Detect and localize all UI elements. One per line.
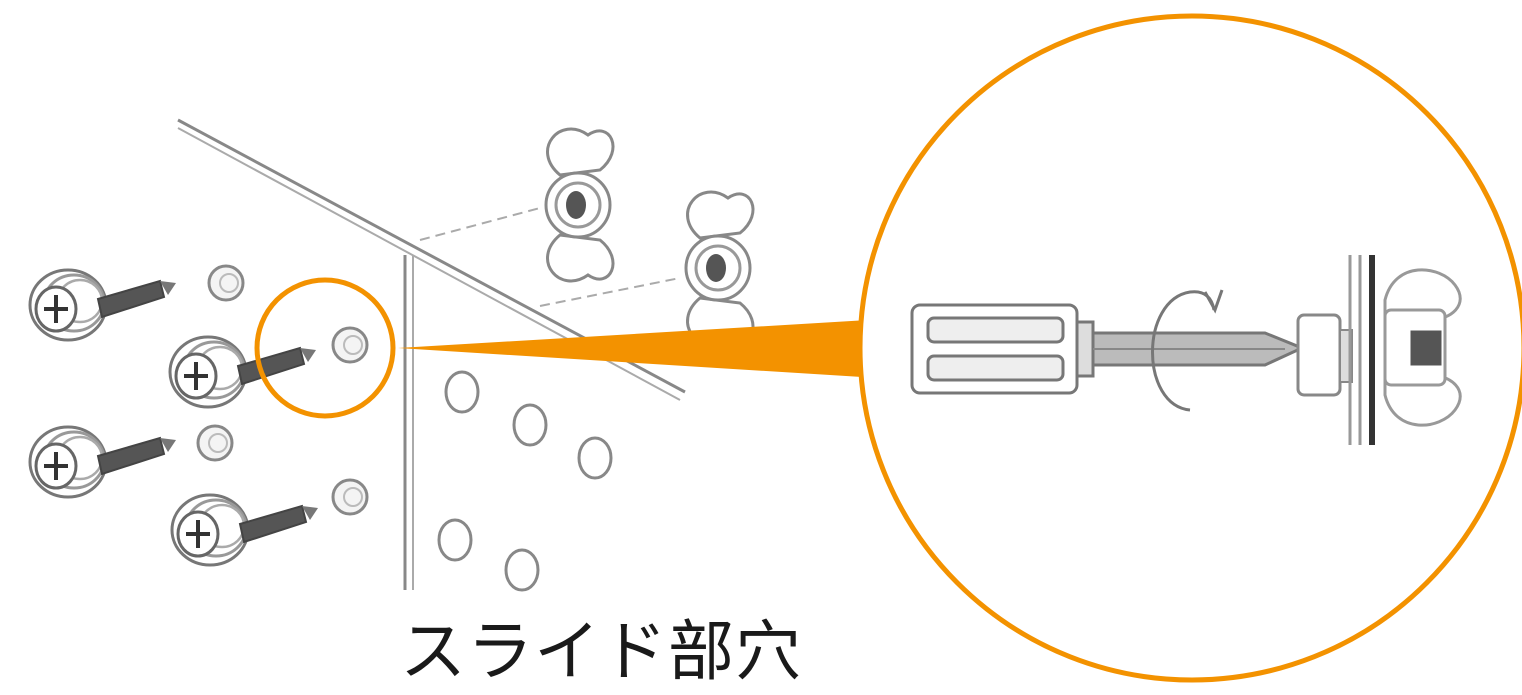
slide-holes <box>437 370 613 592</box>
screw-icon <box>170 493 320 567</box>
caption-slide-hole: スライド部穴 <box>400 613 802 690</box>
slide-rail <box>403 255 414 590</box>
rotation-arrow-icon <box>1151 289 1224 412</box>
wing-nut-icon <box>684 190 755 346</box>
screw-icon <box>168 335 318 409</box>
screwdriver-icon <box>910 303 1306 395</box>
washer-icon <box>196 424 234 462</box>
screw-icon <box>28 268 178 342</box>
guide-lines <box>419 207 681 307</box>
callout-beam <box>398 320 868 377</box>
highlight-circle <box>254 277 396 419</box>
wing-nut-icon <box>544 127 615 283</box>
washer-icon <box>331 326 369 364</box>
screw-icon <box>28 425 178 499</box>
washer-icon <box>207 264 245 302</box>
zoom-wing-nut-icon <box>1383 268 1462 427</box>
zoom-panel <box>1348 255 1375 445</box>
washer-icon <box>331 478 369 516</box>
